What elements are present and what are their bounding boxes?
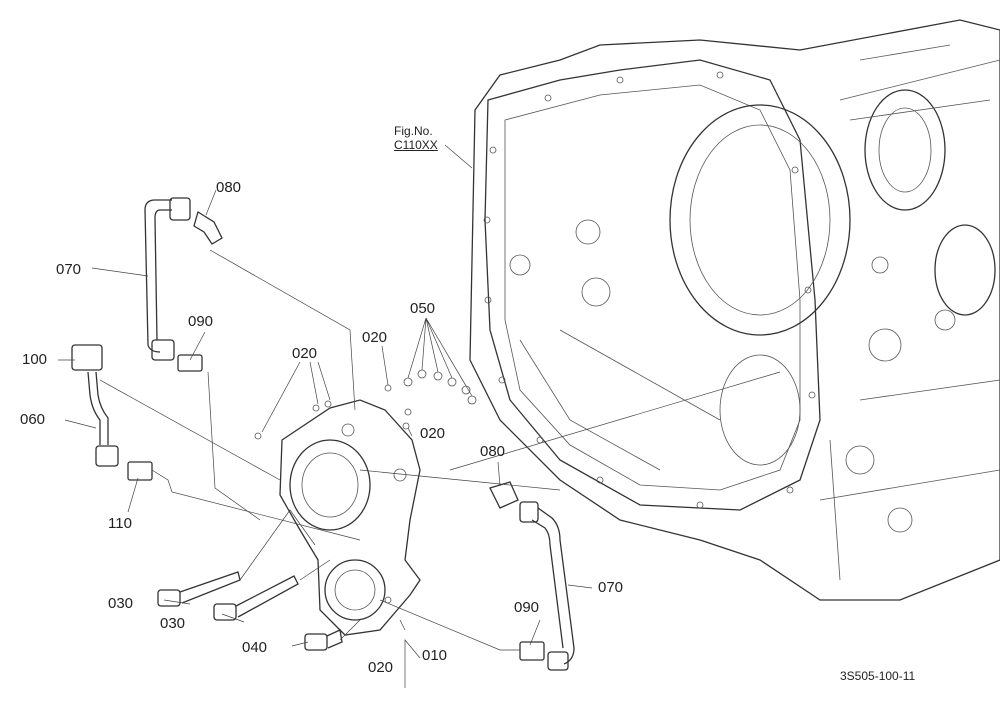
callout-010: 010	[422, 647, 448, 664]
figure-reference-number: C110XX	[394, 138, 438, 152]
housing-part-010	[279, 399, 421, 636]
callout-070-bottom: 070	[598, 579, 624, 596]
leader-lines	[58, 144, 781, 688]
figure-reference: Fig.No. C110XX	[394, 124, 438, 152]
callout-020-mid: 020	[362, 329, 388, 346]
callout-070-top: 070	[56, 261, 82, 278]
callout-090-top: 090	[188, 313, 214, 330]
callout-020-bottom: 020	[368, 659, 394, 676]
callout-100: 100	[22, 351, 48, 368]
bolt-part-040	[304, 629, 343, 651]
figure-reference-title: Fig.No.	[394, 124, 433, 138]
callout-060: 060	[20, 411, 46, 428]
callout-110: 110	[108, 515, 132, 532]
callout-040: 040	[242, 639, 268, 656]
transmission-case	[469, 19, 1000, 601]
callout-090-bottom: 090	[514, 599, 540, 616]
pipe-part-070-top	[144, 197, 223, 372]
callout-080-top: 080	[216, 179, 242, 196]
callout-020-right: 020	[420, 425, 446, 442]
callout-020-left: 020	[292, 345, 318, 362]
callout-050: 050	[410, 300, 436, 317]
callout-030-b: 030	[160, 615, 186, 632]
drawing-code: 3S505-100-11	[840, 669, 916, 683]
pipe-part-060	[71, 344, 153, 481]
bolts-part-030	[157, 571, 299, 621]
callout-030-a: 030	[108, 595, 134, 612]
pipe-part-070-bottom	[489, 481, 575, 671]
callout-080-bottom: 080	[480, 443, 506, 460]
